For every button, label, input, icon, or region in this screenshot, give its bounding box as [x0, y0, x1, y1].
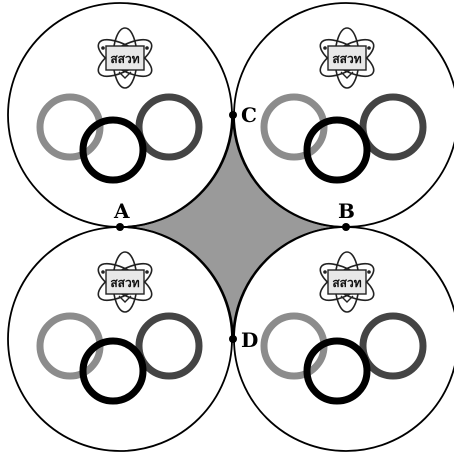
ring-light	[36, 93, 104, 161]
logo-text: สสวท	[332, 52, 361, 66]
point-B: B	[338, 199, 355, 231]
logo-emblem: สสวท	[314, 27, 380, 89]
point-A: A	[113, 199, 130, 231]
point-C-label: C	[241, 103, 257, 127]
point-C: C	[229, 103, 257, 127]
ring-mid	[359, 93, 427, 161]
point-D-label: D	[241, 328, 258, 352]
ring-dark	[303, 337, 371, 405]
emblem-top-right: สสวท	[260, 27, 427, 184]
logo-emblem: สสวท	[92, 27, 158, 89]
logo-emblem: สสวท	[314, 251, 380, 313]
ring-light	[260, 93, 328, 161]
point-B-label: B	[338, 199, 355, 223]
point-B-dot	[342, 223, 350, 231]
point-C-dot	[229, 111, 237, 119]
ring-mid	[135, 93, 203, 161]
ring-dark	[303, 116, 371, 184]
ring-mid	[359, 312, 427, 380]
logo-text: สสวท	[110, 52, 139, 66]
ring-mid	[135, 312, 203, 380]
ring-dark	[79, 337, 147, 405]
emblem-bottom-left: สสวท	[36, 251, 203, 405]
ring-dark	[79, 116, 147, 184]
logo-text: สสวท	[332, 276, 361, 290]
point-A-label: A	[113, 199, 130, 223]
logo-text: สสวท	[110, 276, 139, 290]
emblem-top-left: สสวท	[36, 27, 203, 184]
point-D: D	[229, 328, 258, 352]
logo-emblem: สสวท	[92, 251, 158, 313]
point-D-dot	[229, 335, 237, 343]
point-A-dot	[116, 223, 124, 231]
emblem-bottom-right: สสวท	[260, 251, 427, 405]
